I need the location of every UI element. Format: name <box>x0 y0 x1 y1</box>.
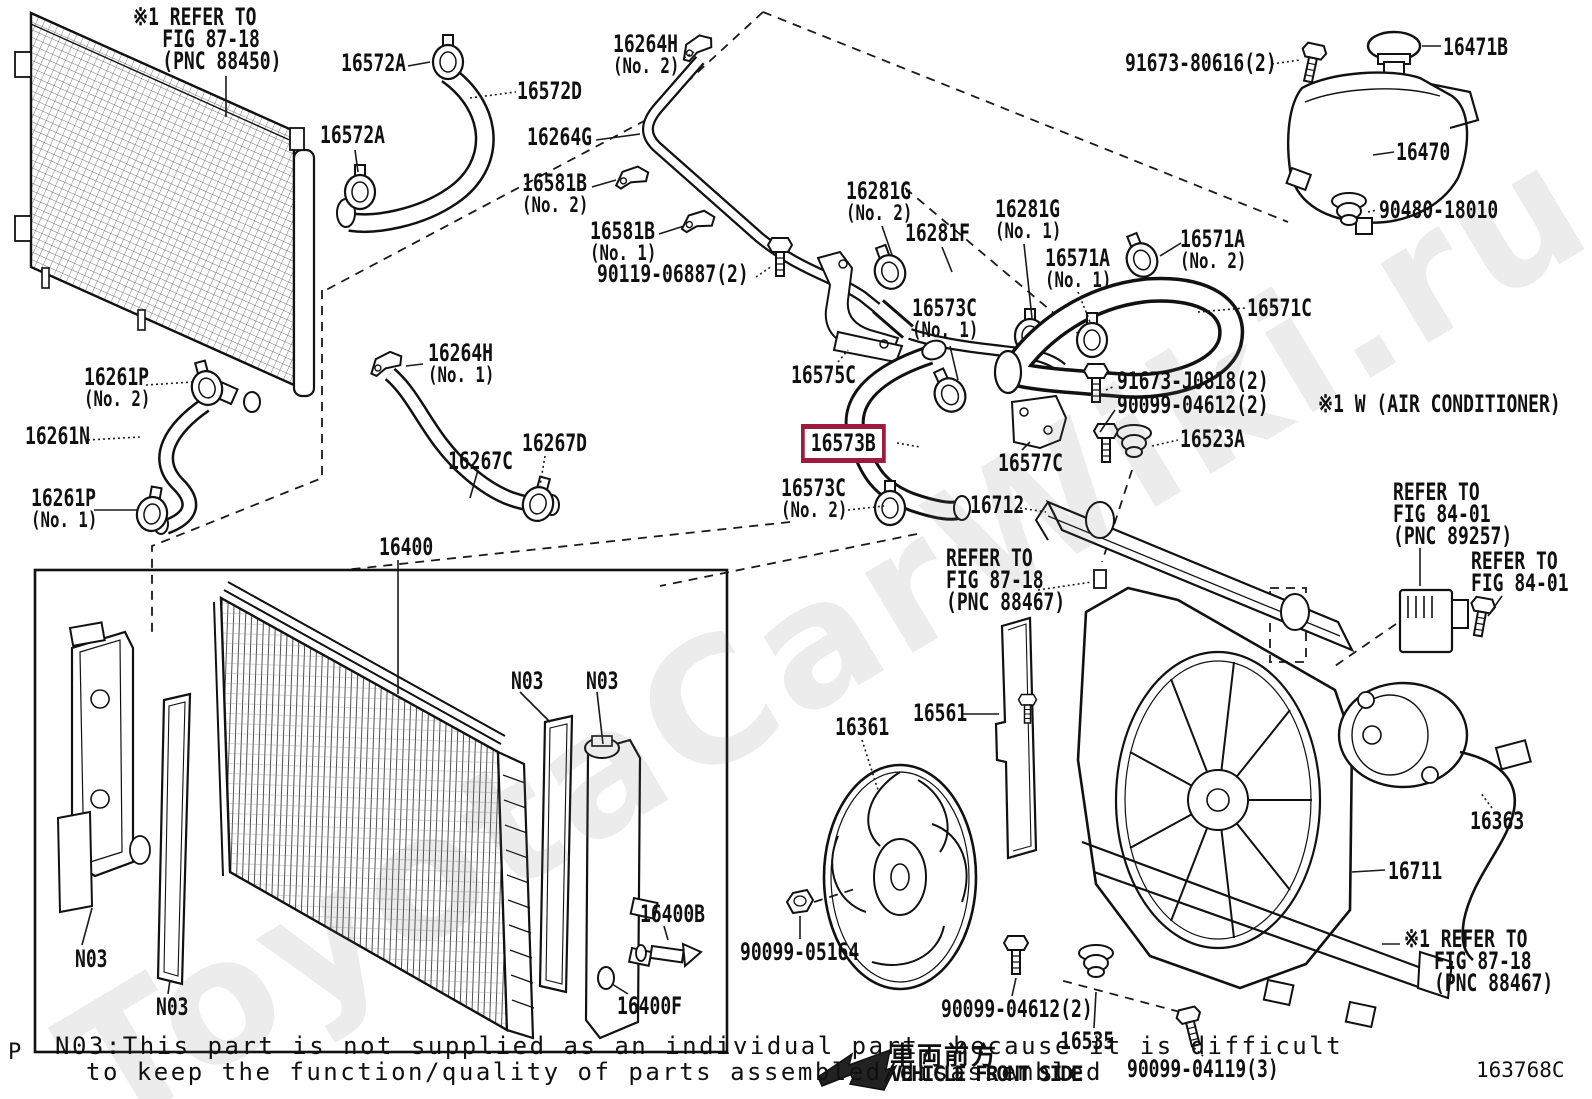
vehicle-front-label-en: VEHICLE FRONT SIDE <box>890 1062 1084 1086</box>
part-label-16400F[interactable]: 16400F <box>617 992 683 1020</box>
clamp-16261P-2 <box>184 356 227 410</box>
part-label-16711[interactable]: 16711 <box>1388 857 1443 885</box>
part-label-N03[interactable]: N03 <box>75 945 108 973</box>
clamp-16571A-2 <box>1116 228 1164 283</box>
part-label-16261P[interactable]: 16261P(No. 1) <box>31 484 98 532</box>
radiator-box <box>33 568 729 1054</box>
part-label-16561[interactable]: 16561 <box>913 699 968 727</box>
part-label-16572A[interactable]: 16572A <box>320 121 386 149</box>
part-label-16363[interactable]: 16363 <box>1470 807 1525 835</box>
clamp-16281G-2 <box>865 240 912 295</box>
grommet-16400F <box>597 966 615 990</box>
diagram-note: ※1 W (AIR CONDITIONER) <box>1318 390 1561 418</box>
bolt-16400B <box>635 942 703 969</box>
vehicle-front-label-jp: 車両前方 <box>890 1041 999 1070</box>
part-label-16523A[interactable]: 16523A <box>1180 425 1246 453</box>
clamp-16573C-1 <box>923 363 972 418</box>
part-label-16361[interactable]: 16361 <box>835 713 890 741</box>
part-label-16261N[interactable]: 16261N <box>25 422 91 450</box>
vehicle-front-arrow <box>817 1048 898 1091</box>
sheet-code: 163768C <box>1476 1058 1565 1082</box>
part-label-16573C[interactable]: 16573C(No. 2) <box>781 474 848 522</box>
part-label-16281G[interactable]: 16281G(No. 1) <box>995 195 1062 243</box>
relay-89257 <box>1398 588 1469 654</box>
part-label-16581B[interactable]: 16581B(No. 2) <box>522 169 589 217</box>
page-letter: P <box>8 1040 22 1065</box>
part-label-16261P[interactable]: 16261P(No. 2) <box>84 363 151 411</box>
part-label-90099-04612(2)[interactable]: 90099-04612(2) <box>1117 391 1269 419</box>
part-label-16573B[interactable]: 16573B <box>801 424 886 463</box>
part-label-90099-05164[interactable]: 90099-05164 <box>740 938 860 966</box>
shroud-16711 <box>1076 586 1454 1029</box>
fan-16361 <box>822 763 978 991</box>
plate-16561 <box>994 616 1038 860</box>
part-label-16264H[interactable]: 16264H(No. 2) <box>613 30 680 78</box>
part-label-N03[interactable]: N03 <box>511 667 544 695</box>
part-label-91673-80616(2)[interactable]: 91673-80616(2) <box>1125 49 1277 77</box>
part-label-N03[interactable]: N03 <box>156 993 189 1021</box>
clamp-16572A-top <box>431 33 465 81</box>
part-label-16712[interactable]: 16712 <box>970 491 1025 519</box>
bolt-90099-04612-bottom <box>1003 935 1029 975</box>
part-label-N03[interactable]: N03 <box>586 667 619 695</box>
part-label-90099-04119(3)[interactable]: 90099-04119(3) <box>1127 1055 1279 1083</box>
part-label-16264H[interactable]: 16264H(No. 1) <box>428 339 495 387</box>
part-label-16572D[interactable]: 16572D <box>517 77 583 105</box>
part-label-16571A[interactable]: 16571A(No. 2) <box>1180 225 1247 273</box>
clip-16581B-1 <box>678 208 718 234</box>
part-label-16470[interactable]: 16470 <box>1396 138 1451 166</box>
part-label-16281G[interactable]: 16281G(No. 2) <box>846 177 913 225</box>
fan-motor-16363 <box>1337 681 1532 961</box>
reservoir-tank-16470 <box>1285 30 1480 235</box>
part-label-16571A[interactable]: 16571A(No. 1) <box>1045 244 1112 292</box>
part-label-90480-18010[interactable]: 90480-18010 <box>1379 196 1499 224</box>
part-label-16535[interactable]: 16535 <box>1060 1027 1115 1055</box>
part-label-16471B[interactable]: 16471B <box>1443 33 1509 61</box>
part-label-16573C[interactable]: 16573C(No. 1) <box>912 294 979 342</box>
bolt-fig84-01 <box>1465 595 1498 639</box>
grommet-16535 <box>1078 944 1114 978</box>
part-label-16267C[interactable]: 16267C <box>448 447 514 475</box>
screw-90099-04612-top <box>1093 423 1119 463</box>
bracket-16575C <box>816 250 904 364</box>
part-label-16581B[interactable]: 16581B(No. 1) <box>590 217 657 265</box>
part-label-16267D[interactable]: 16267D <box>522 429 588 457</box>
part-label-16575C[interactable]: 16575C <box>791 361 857 389</box>
screw-91673-80616 <box>1295 40 1329 85</box>
clamp-16267D <box>518 472 561 526</box>
leader-lines <box>81 45 1503 1057</box>
part-label-90119-06887(2)[interactable]: 90119-06887(2) <box>597 260 749 288</box>
hose-16573B <box>844 339 971 521</box>
part-label-16577C[interactable]: 16577C <box>998 449 1064 477</box>
part-label-16400B[interactable]: 16400B <box>640 900 706 928</box>
part-label-91673-J0818(2)[interactable]: 91673-J0818(2) <box>1117 367 1269 395</box>
nut-90099-05164 <box>785 888 815 915</box>
part-label-16572A[interactable]: 16572A <box>341 49 407 77</box>
footnote-line-1: N03:This part is not supplied as an indi… <box>55 1032 1344 1060</box>
part-label-16281F[interactable]: 16281F <box>905 219 971 247</box>
clamp-16572A-2 <box>343 163 377 211</box>
part-label-16400[interactable]: 16400 <box>379 533 434 561</box>
clip-16581B-2 <box>612 163 652 191</box>
bracket-16577C <box>1010 394 1068 450</box>
part-label-90099-04612(2)[interactable]: 90099-04612(2) <box>941 995 1093 1023</box>
part-label-16571C[interactable]: 16571C <box>1247 294 1313 322</box>
footnote-line-2: to keep the function/quality of parts as… <box>86 1058 1103 1086</box>
grommet-16523A <box>1116 424 1152 458</box>
part-label-16264G[interactable]: 16264G <box>527 123 593 151</box>
condenser-drawing <box>14 11 316 413</box>
support-16712 <box>1034 499 1355 653</box>
